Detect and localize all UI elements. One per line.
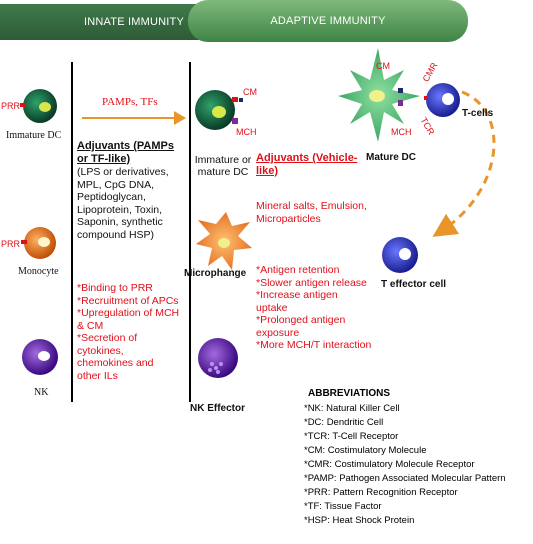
abbreviation-item: *CM: Costimulatory Molecule (304, 445, 427, 456)
nk-effector-label: NK Effector (190, 403, 246, 414)
t-cell (424, 83, 460, 117)
prr-label-2: PRR (1, 239, 21, 249)
divider-middle (189, 62, 191, 402)
mature-dc-label: Mature DC (366, 152, 417, 163)
nk-effector-cell (198, 338, 238, 378)
abbreviations-title: ABBREVIATIONS (308, 388, 391, 399)
cm-label-2: CM (376, 61, 390, 71)
immature-or-mature-dc-label: Immature or mature DC (194, 154, 252, 178)
mch-label-2: MCH (391, 127, 412, 137)
abbreviation-item: *TCR: T-Cell Receptor (304, 431, 399, 442)
abbreviation-item: *TF: Tissue Factor (304, 501, 382, 512)
nk-cell (22, 339, 58, 375)
nk-label: NK (34, 387, 49, 398)
immature-dc-label: Immature DC (6, 130, 62, 141)
t-effector-label: T effector cell (381, 279, 447, 290)
adjuvants-vehicle-effects: *Antigen retention *Slower antigen relea… (256, 264, 372, 351)
abbreviation-item: *PRR: Pattern Recognition Receptor (304, 487, 458, 498)
mch-label-1: MCH (236, 127, 257, 137)
abbreviations-list: *NK: Natural Killer Cell *DC: Dendritic … (304, 402, 506, 528)
prr-receptor-1 (20, 103, 26, 107)
prr-receptor-2 (21, 240, 27, 244)
adaptive-immunity-banner: ADAPTIVE IMMUNITY (188, 0, 468, 42)
t-cells-label: T-cells (462, 108, 494, 119)
abbreviation-item: *CMR: Costimulatory Molecule Receptor (304, 459, 475, 470)
abbreviation-item: *PAMP: Pathogen Associated Molecular Pat… (304, 473, 506, 484)
adjuvants-vehicle-title: Adjuvants (Vehicle- like) (256, 152, 358, 177)
pamps-arrow-head (174, 111, 186, 125)
abbreviation-item: *NK: Natural Killer Cell (304, 403, 400, 414)
monocyte-cell (21, 227, 56, 259)
microphage-label: Microphange (184, 268, 247, 279)
innate-banner-label: INNATE IMMUNITY (84, 16, 184, 28)
prr-label-1: PRR (1, 101, 21, 111)
adjuvants-tf-body: (LPS or derivatives, MPL, CpG DNA, Pepti… (77, 166, 169, 241)
adaptive-banner-label: ADAPTIVE IMMUNITY (270, 15, 386, 27)
abbreviation-item: *HSP: Heat Shock Protein (304, 515, 415, 526)
cm-label-1: CM (243, 87, 257, 97)
t-effector-cell (382, 237, 418, 273)
immature-dc-cell (20, 89, 57, 123)
immature-dc-nucleus (39, 102, 51, 112)
immature-or-mature-dc-cell (195, 90, 243, 130)
abbreviation-item: *DC: Dendritic Cell (304, 417, 384, 428)
activation-dashed-arrow (432, 90, 496, 237)
pamps-tfs-label: PAMPs, TFs (102, 96, 158, 108)
adjuvants-tf-title: Adjuvants (PAMPs or TF-like) (77, 140, 174, 165)
adjuvants-tf-effects: *Binding to PRR *Recruitment of APCs *Up… (77, 282, 180, 382)
adjuvants-vehicle-body: Mineral salts, Emulsion, Microparticles (256, 200, 367, 225)
divider-left (71, 62, 73, 402)
monocyte-label: Monocyte (18, 266, 59, 277)
